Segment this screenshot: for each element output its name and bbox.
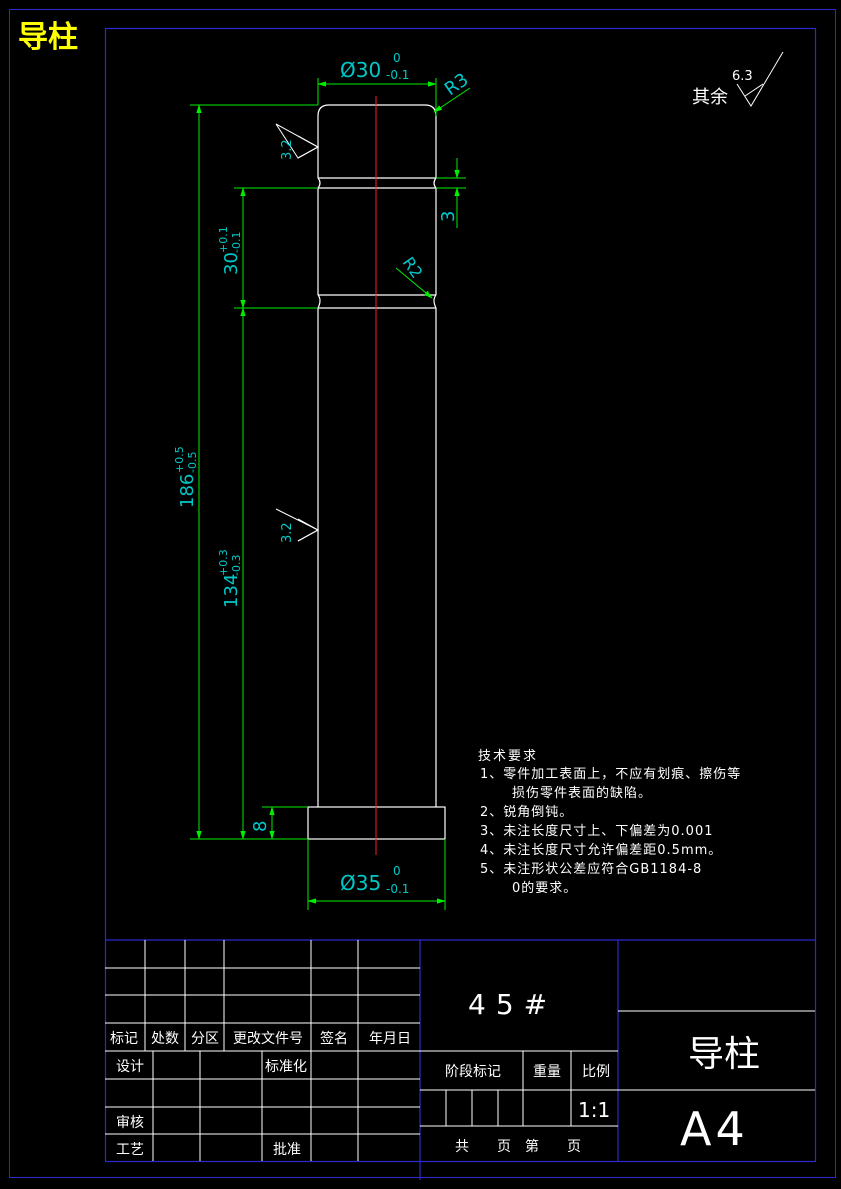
material-text: 45# (468, 988, 557, 1021)
shaft-length-tol-upper: +0.3 (217, 549, 230, 576)
title-block-texts: 45# 标记 处数 分区 更改文件号 签名 年月日 设计 标准化 审核 工艺 批… (110, 988, 760, 1158)
roughness-upper-text: 3.2 (280, 139, 295, 160)
bottom-diameter-text: Ø35 (340, 871, 381, 895)
roughness-symbol-lower: 3.2 (275, 508, 320, 543)
outer-frame (9, 9, 836, 1178)
title-block (105, 939, 815, 1180)
rev-header-2: 处数 (151, 1031, 179, 1047)
tech-item-1: 1、零件加工表面上，不应有划痕、擦伤等 (480, 766, 741, 782)
total-length-text: 186 (177, 474, 198, 508)
part-name-text: 导柱 (688, 1034, 760, 1075)
sheets-total: 共 (455, 1139, 469, 1155)
weight-label: 重量 (533, 1064, 561, 1080)
dimension-texts: Ø30 0 -0.1 R3 186 +0.5 -0.5 30 +0.1 -0.1… (173, 51, 473, 896)
groove-spacing-tol-lower: -0.1 (230, 232, 243, 253)
stage-label: 阶段标记 (445, 1064, 501, 1080)
rev-header-3: 分区 (191, 1031, 219, 1047)
role-process: 工艺 (116, 1142, 144, 1158)
roughness-other-value: 6.3 (732, 69, 753, 84)
paper-size-text: A4 (680, 1102, 749, 1156)
tech-item-5: 5、未注形状公差应符合GB1184-8 (480, 861, 702, 877)
role-approve: 批准 (273, 1142, 301, 1158)
sheets-no: 第 (525, 1138, 539, 1155)
sheet-title: 导柱 (18, 20, 78, 55)
total-length-tol-lower: -0.5 (186, 452, 199, 473)
shaft-length-text: 134 (221, 574, 242, 608)
roughness-symbol-upper: 3.2 (275, 123, 320, 160)
tech-heading: 技术要求 (478, 749, 538, 764)
top-diameter-text: Ø30 (340, 58, 381, 82)
sheets-page2: 页 (567, 1139, 581, 1155)
sheets-page: 页 (497, 1139, 511, 1155)
total-length-tol-upper: +0.5 (173, 446, 186, 473)
roughness-other: 其余 6.3 (692, 51, 784, 108)
bottom-diameter-upper: 0 (393, 864, 401, 878)
groove-width-text: 3 (438, 211, 459, 222)
tech-requirements: 技术要求 1、零件加工表面上，不应有划痕、擦伤等 损伤零件表面的缺陷。 2、锐角… (478, 749, 741, 896)
bottom-diameter-lower: -0.1 (386, 882, 409, 896)
groove-spacing-tol-upper: +0.1 (217, 226, 230, 253)
rev-header-6: 年月日 (369, 1031, 411, 1047)
tech-item-5b: 0的要求。 (512, 880, 577, 896)
shaft-length-tol-lower: -0.3 (230, 555, 243, 576)
tech-item-2: 2、锐角倒钝。 (480, 805, 573, 820)
flange-height-text: 8 (250, 821, 271, 832)
role-design: 设计 (116, 1059, 144, 1075)
rev-header-4: 更改文件号 (233, 1031, 303, 1047)
dimension-lines (190, 78, 471, 910)
roughness-other-label: 其余 (692, 87, 728, 108)
rev-header-5: 签名 (320, 1030, 348, 1047)
rev-header-1: 标记 (110, 1031, 138, 1047)
inner-frame (104, 27, 817, 1163)
role-standard: 标准化 (265, 1059, 307, 1075)
roughness-lower-text: 3.2 (280, 522, 295, 543)
role-review: 审核 (116, 1115, 144, 1131)
groove-radius-text: R2 (399, 253, 427, 281)
tech-item-1b: 损伤零件表面的缺陷。 (512, 785, 652, 801)
scale-value: 1:1 (578, 1098, 610, 1122)
top-diameter-upper: 0 (393, 51, 401, 65)
top-diameter-lower: -0.1 (386, 68, 409, 82)
top-radius-text: R3 (441, 69, 473, 100)
groove-spacing-text: 30 (221, 252, 242, 275)
tech-item-4: 4、未注长度尺寸允许偏差距0.5mm。 (480, 842, 722, 858)
scale-label: 比例 (582, 1064, 610, 1080)
tech-item-3: 3、未注长度尺寸上、下偏差为0.001 (480, 823, 714, 839)
